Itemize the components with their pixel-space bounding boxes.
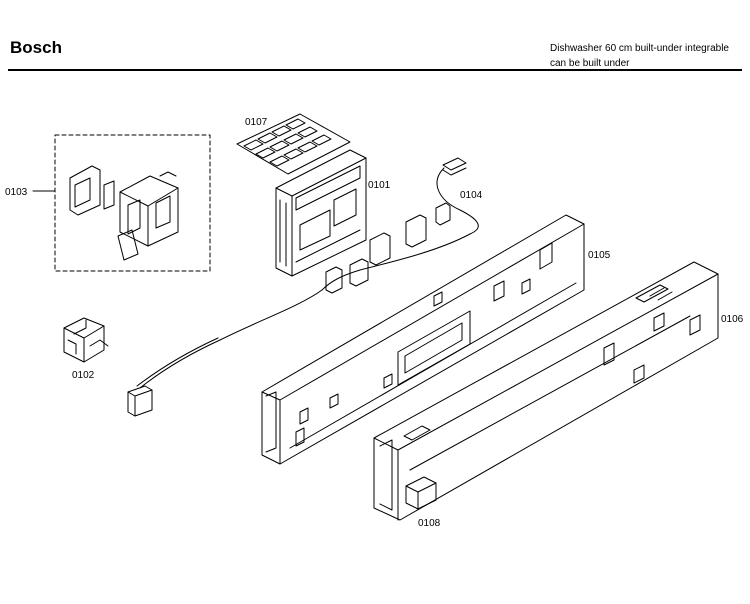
callout-0103: 0103 [5,187,28,198]
part-0107-keypad[interactable] [236,113,351,175]
part-0105-frame[interactable] [261,214,585,465]
part-0108-button[interactable] [405,476,437,510]
brand-title: Bosch [10,38,62,57]
callout-0104: 0104 [460,190,483,201]
header-divider [8,69,742,71]
model-description: Dishwasher 60 cm built-under integrable … [550,41,729,71]
part-0106-panel[interactable] [373,261,719,521]
description-line-2: can be built under [550,58,630,69]
callout-0108: 0108 [418,518,441,529]
callout-0102: 0102 [72,370,95,381]
callout-0105: 0105 [588,250,611,261]
callout-0106: 0106 [721,314,744,325]
callout-0101: 0101 [368,180,391,191]
part-0104-wiring-harness[interactable] [127,157,479,417]
part-0103-switch-assembly[interactable] [32,134,211,272]
description-line-1: Dishwasher 60 cm built-under integrable [550,43,729,54]
part-0102-switch[interactable] [63,317,109,363]
callout-0107: 0107 [245,117,268,128]
part-0101-control-module[interactable] [275,149,367,277]
